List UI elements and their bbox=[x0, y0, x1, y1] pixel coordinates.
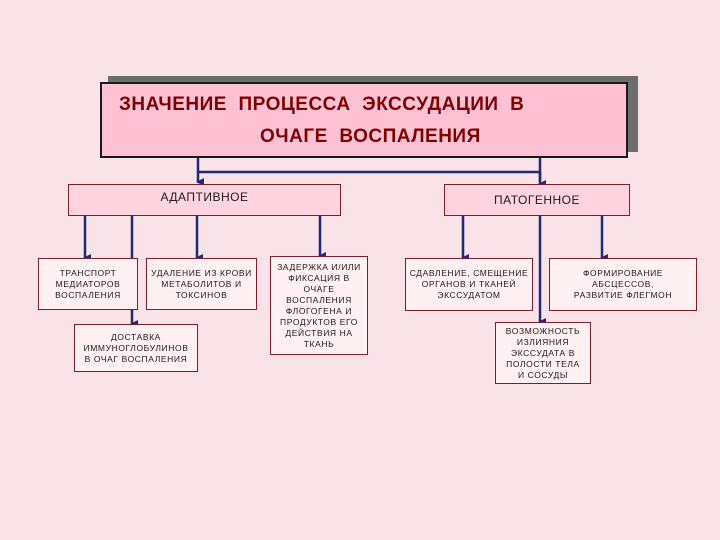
title-box: ЗНАЧЕНИЕ ПРОЦЕССА ЭКССУДАЦИИ В ОЧАГЕ ВОС… bbox=[100, 82, 628, 158]
node-organ-compression: СДАВЛЕНИЕ, СМЕЩЕНИЕ ОРГАНОВ И ТКАНЕЙ ЭКС… bbox=[405, 258, 533, 311]
node-immunoglobulin-delivery: ДОСТАВКА ИММУНОГЛОБУЛИНОВ В ОЧАГ ВОСПАЛЕ… bbox=[74, 324, 198, 372]
category-pathogenic: ПАТОГЕННОЕ bbox=[444, 184, 630, 216]
node-transport-mediators: ТРАНСПОРТ МЕДИАТОРОВ ВОСПАЛЕНИЯ bbox=[38, 258, 138, 310]
title-line-1: ЗНАЧЕНИЕ ПРОЦЕССА ЭКССУДАЦИИ В bbox=[119, 94, 525, 115]
title-line-2: ОЧАГЕ ВОСПАЛЕНИЯ bbox=[260, 126, 481, 147]
node-exudate-outpouring: ВОЗМОЖНОСТЬ ИЗЛИЯНИЯ ЭКССУДАТА В ПОЛОСТИ… bbox=[495, 322, 591, 384]
node-metabolite-removal: УДАЛЕНИЕ ИЗ КРОВИ МЕТАБОЛИТОВ И ТОКСИНОВ bbox=[146, 258, 257, 310]
node-abscess-formation: ФОРМИРОВАНИЕ АБСЦЕССОВ, РАЗВИТИЕ ФЛЕГМОН bbox=[549, 258, 697, 311]
node-phlogogen-retention: ЗАДЕРЖКА И/ИЛИ ФИКСАЦИЯ В ОЧАГЕ ВОСПАЛЕН… bbox=[270, 256, 368, 355]
category-adaptive: АДАПТИВНОЕ bbox=[68, 184, 341, 216]
